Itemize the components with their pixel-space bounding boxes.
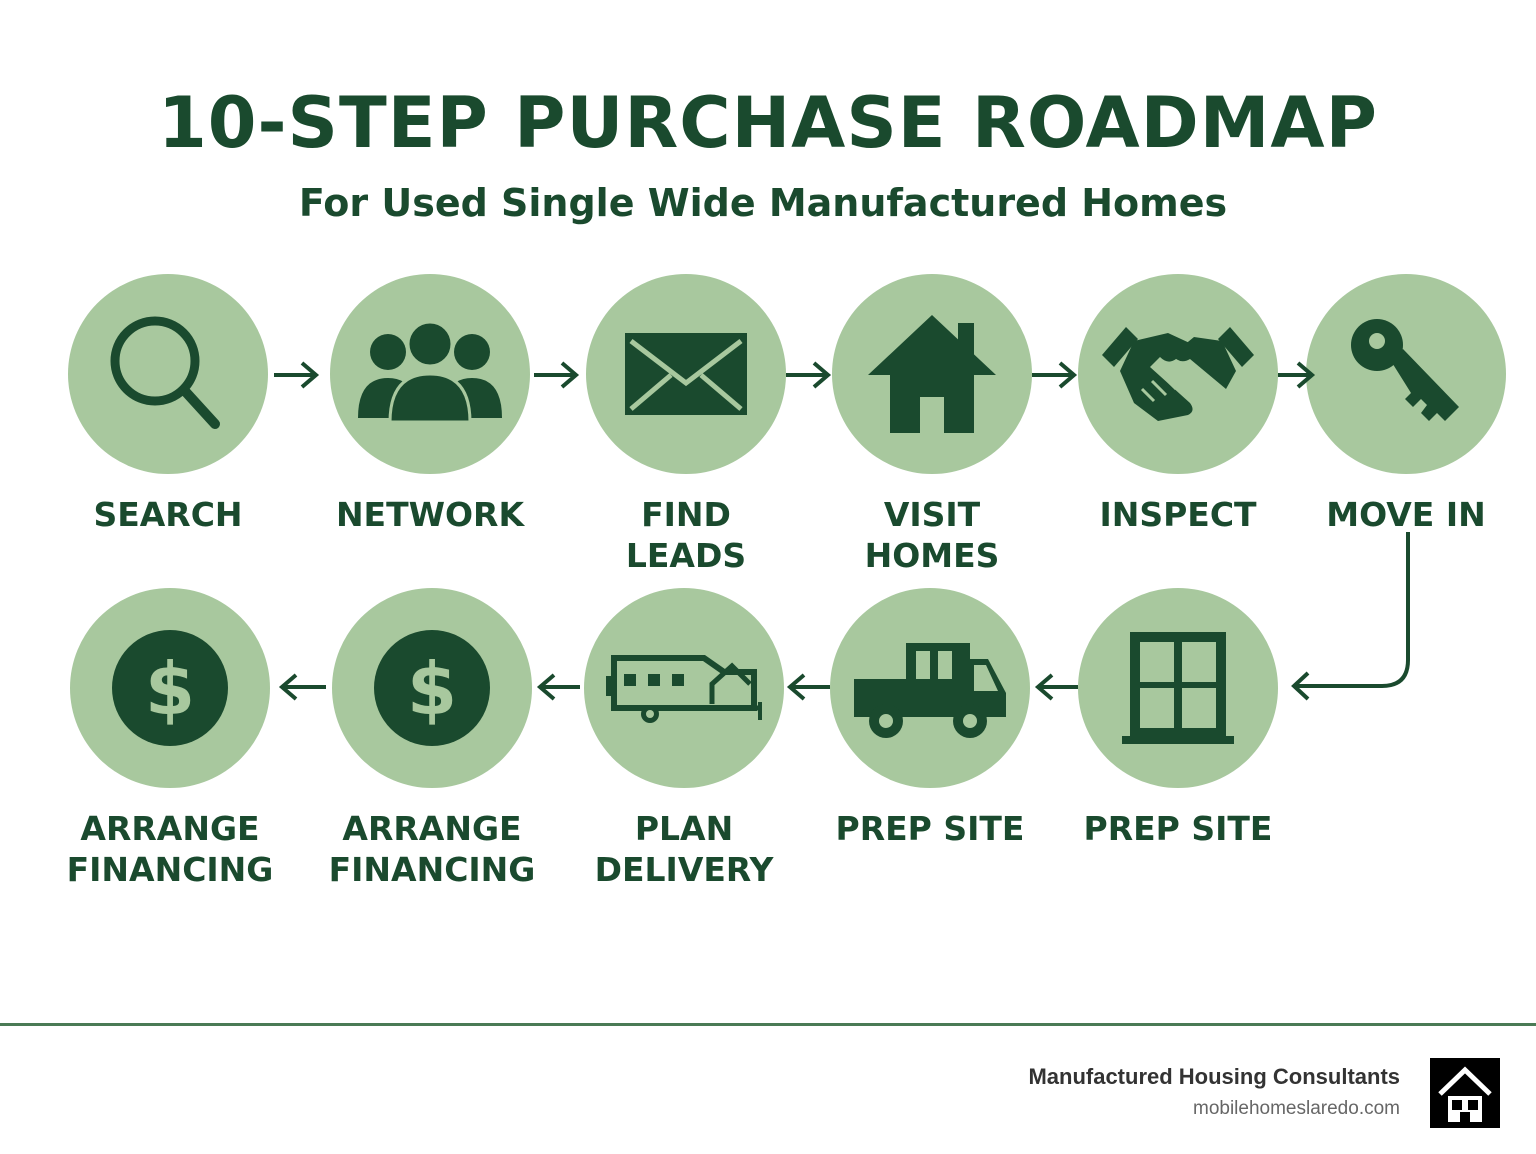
envelope-icon — [625, 333, 747, 415]
step-search: SEARCH — [58, 274, 278, 535]
step-move-in: MOVE IN — [1296, 274, 1516, 535]
handshake-icon — [1102, 327, 1254, 421]
arrow-left-icon — [536, 673, 580, 701]
page-title: 10-STEP PURCHASE ROADMAP — [158, 82, 1378, 164]
arrow-right-icon — [274, 361, 320, 389]
brand-url: mobilehomeslaredo.com — [1193, 1098, 1400, 1119]
step-label: SEARCH — [93, 495, 243, 534]
step-circle — [68, 274, 268, 474]
connector-down-left-arrow — [1291, 532, 1410, 701]
step-circle: $ — [70, 588, 270, 788]
step-prep-site-truck: PREP SITE — [820, 588, 1040, 849]
house-icon — [868, 315, 996, 433]
key-icon — [1351, 319, 1459, 421]
window-icon — [1122, 632, 1234, 744]
brand-name: Manufactured Housing Consultants — [1028, 1064, 1400, 1089]
house-logo-icon — [1430, 1058, 1500, 1128]
svg-text:$: $ — [407, 647, 457, 731]
step-label: MOVE IN — [1326, 495, 1486, 534]
arrow-right-icon — [534, 361, 580, 389]
step-label: FIND LEADS — [625, 495, 747, 575]
step-label: INSPECT — [1099, 495, 1257, 534]
dollar-coin-icon: $ — [374, 630, 490, 746]
step-circle — [830, 588, 1030, 788]
step-circle — [1078, 588, 1278, 788]
svg-text:$: $ — [145, 647, 195, 731]
arrow-left-icon — [1034, 673, 1078, 701]
step-visit-homes: VISIT HOMES — [822, 274, 1042, 576]
arrow-left-icon — [786, 673, 830, 701]
magnifier-icon — [110, 316, 220, 429]
step-label: VISIT HOMES — [864, 495, 1000, 575]
step-label: PREP SITE — [1083, 809, 1273, 848]
arrow-left-icon — [278, 673, 326, 701]
people-icon — [358, 320, 502, 424]
step-label: PREP SITE — [835, 809, 1025, 848]
step-find-leads: FIND LEADS — [576, 274, 796, 576]
arrow-right-icon — [1032, 361, 1078, 389]
truck-icon — [854, 643, 1006, 738]
step-label: NETWORK — [335, 495, 525, 534]
step-circle — [586, 274, 786, 474]
dollar-coin-icon: $ — [112, 630, 228, 746]
step-circle — [1078, 274, 1278, 474]
step-network: NETWORK — [320, 274, 540, 535]
mobile-home-icon — [606, 655, 762, 723]
arrow-right-icon — [786, 361, 832, 389]
arrow-right-icon — [1278, 361, 1316, 389]
step-prep-site-window: PREP SITE — [1068, 588, 1288, 849]
step-circle — [330, 274, 530, 474]
page-subtitle: For Used Single Wide Manufactured Homes — [298, 181, 1228, 225]
step-circle — [832, 274, 1032, 474]
step-inspect: INSPECT — [1068, 274, 1288, 535]
step-circle: $ — [332, 588, 532, 788]
step-circle — [1306, 274, 1506, 474]
footer-divider — [0, 1023, 1536, 1026]
step-circle — [584, 588, 784, 788]
